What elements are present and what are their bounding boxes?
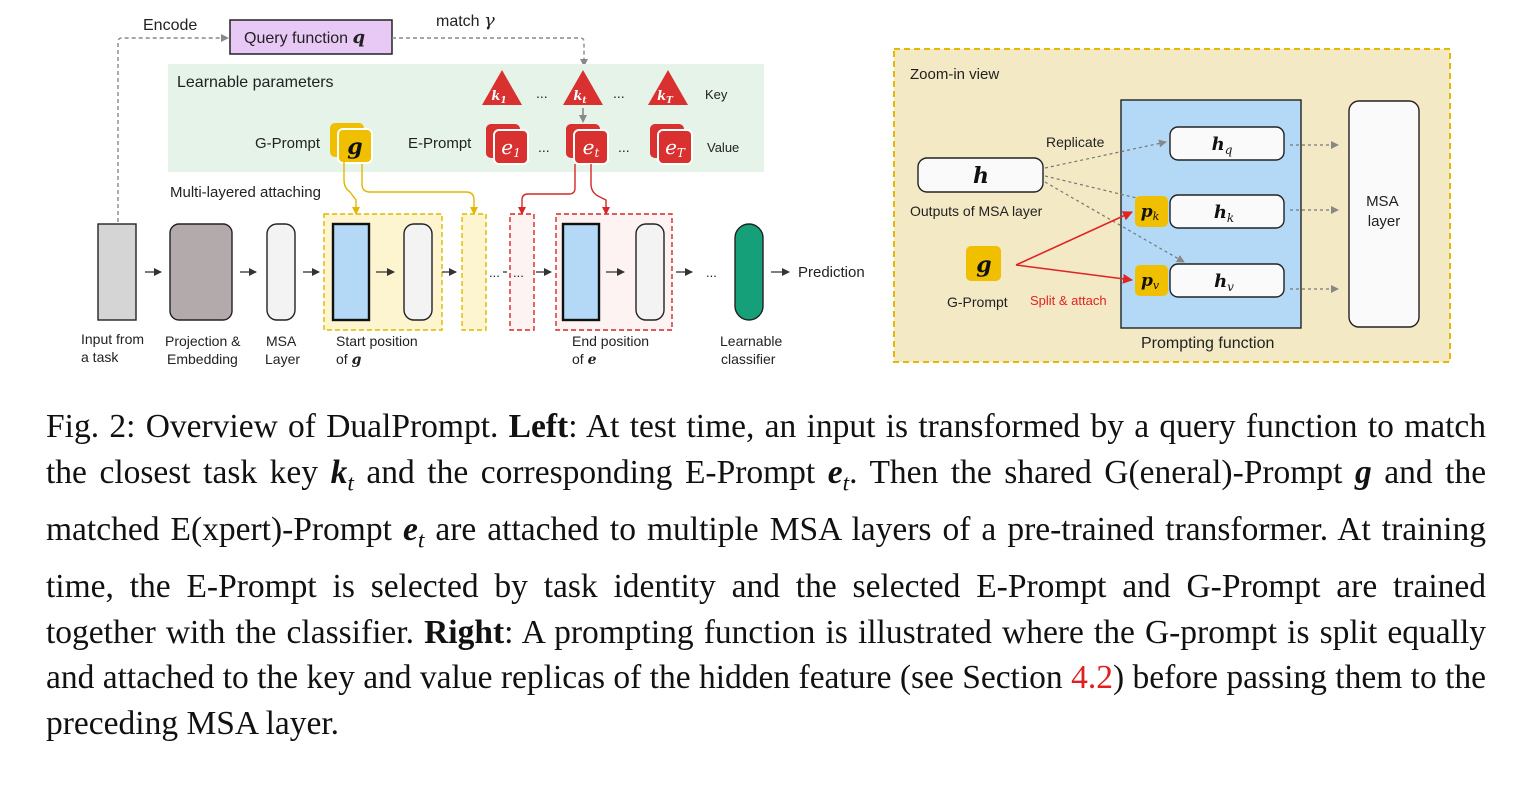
caption-et2: et xyxy=(402,510,425,554)
split-attach-label: Split & attach xyxy=(1030,293,1107,308)
caption-left: Left xyxy=(508,408,569,445)
start-position-label: Start position of g xyxy=(336,333,422,368)
svg-text:e1: e1 xyxy=(501,135,520,160)
caption-text-8: ) before passing them to the preceding M… xyxy=(46,659,1487,742)
svg-text:k1: k1 xyxy=(491,89,506,106)
key-ellipsis-1: ... xyxy=(536,85,548,101)
svg-text:kT: kT xyxy=(657,89,674,106)
pv-prompt xyxy=(1135,265,1168,296)
hq-symbol: hq xyxy=(1212,134,1233,157)
query-function-label: Query function q xyxy=(244,27,365,48)
caption-text-5: and the matched E(xpert)-Prompt xyxy=(46,453,1487,548)
zoom-gprompt-symbol: g xyxy=(976,252,991,278)
replicate-arrow-q xyxy=(1044,139,1167,169)
eprompt-et: et xyxy=(566,124,609,165)
e-dashed-frame xyxy=(509,213,535,331)
caption-et: et xyxy=(827,453,850,497)
start-msa-block xyxy=(403,223,433,321)
pipe-ellipsis-1: ... xyxy=(489,265,500,280)
start-msa-blue-block xyxy=(331,222,371,322)
zoom-msa-layer-label: MSA layer xyxy=(1366,193,1402,230)
end-msa-block xyxy=(635,223,665,321)
classifier-label: Learnable classifier xyxy=(720,333,786,367)
pipe-ellipsis-3: ... xyxy=(706,265,717,280)
caption-text-6: are attached to multiple MSA layers of a… xyxy=(46,510,1486,651)
pipe-ellipsis-2: ... xyxy=(513,265,524,280)
g-dashed-frame xyxy=(461,213,487,331)
key-kt: kt xyxy=(563,70,603,106)
hv-box xyxy=(1169,263,1285,298)
pv-symbol: pv xyxy=(1141,271,1160,292)
caption-kt: kt xyxy=(330,453,354,497)
hk-box xyxy=(1169,194,1285,229)
dualprompt-figure: Encode Query function q match γ Learnabl… xyxy=(81,10,1451,368)
figure-caption: Fig. 2: Overview of DualPrompt. Left: At… xyxy=(46,404,1486,747)
outputs-msa-label: Outputs of MSA layer xyxy=(910,203,1043,219)
hq-box xyxy=(1169,126,1285,161)
replicate-arrow-v xyxy=(1044,181,1185,263)
caption-text-2: : At test time, an input is transformed … xyxy=(46,408,1487,491)
match-label: match γ xyxy=(436,10,495,31)
encode-arrow xyxy=(117,34,229,222)
match-arrow xyxy=(392,37,588,67)
hk-symbol: hk xyxy=(1214,202,1234,225)
projection-label: Projection & Embedding xyxy=(165,333,244,367)
eprompt-e1: e1 xyxy=(486,124,529,165)
gprompt-label: G-Prompt xyxy=(255,135,321,152)
caption-text-1: Overview of DualPrompt. xyxy=(145,408,499,445)
svg-text:et: et xyxy=(583,135,600,160)
key-label: Key xyxy=(705,87,728,102)
zoom-msa-layer-block xyxy=(1348,100,1420,328)
msa-layer-label: MSA Layer xyxy=(265,333,300,367)
query-function-box xyxy=(229,19,393,55)
zoom-gprompt-label: G-Prompt xyxy=(947,294,1008,310)
gprompt-stack: g xyxy=(330,123,373,164)
prediction-label: Prediction xyxy=(798,264,865,281)
eprompt-ellipsis-1: ... xyxy=(538,139,550,155)
caption-g: g xyxy=(1354,453,1372,491)
section-ref-link[interactable]: 4.2 xyxy=(1071,659,1113,697)
eprompt-attach-line-2 xyxy=(590,164,610,215)
hidden-feature-symbol: h xyxy=(973,163,989,189)
hv-symbol: hv xyxy=(1214,271,1234,294)
input-label: Input from a task xyxy=(81,331,148,365)
caption-text-3: and the corresponding E-Prompt xyxy=(366,453,816,491)
svg-text:kt: kt xyxy=(573,89,587,106)
prompting-function-label: Prompting function xyxy=(1141,335,1274,352)
pk-prompt xyxy=(1135,196,1168,227)
caption-right: Right xyxy=(424,613,505,651)
caption-figure-number: Fig. 2: xyxy=(46,408,136,445)
zoom-gprompt-box xyxy=(966,246,1001,281)
key-ellipsis-2: ... xyxy=(613,85,625,101)
learnable-parameters-label: Learnable parameters xyxy=(177,74,334,91)
svg-text:g: g xyxy=(347,134,362,160)
eprompt-eT: eT xyxy=(650,124,693,165)
eprompt-label: E-Prompt xyxy=(408,135,472,152)
input-block xyxy=(97,223,137,321)
pk-symbol: pk xyxy=(1141,202,1160,223)
split-arrow-k xyxy=(1015,211,1133,266)
end-msa-blue-block xyxy=(561,222,601,322)
replicate-label: Replicate xyxy=(1046,134,1105,150)
learnable-classifier-block xyxy=(734,223,764,321)
caption-text-4: . Then the shared G(eneral)-Prompt xyxy=(849,453,1343,491)
gprompt-attach-line-2 xyxy=(361,164,478,215)
eprompt-attach-line-1 xyxy=(518,164,576,215)
key-k1: k1 xyxy=(482,70,522,106)
key-kT: kT xyxy=(648,70,688,106)
end-position-label: End position of e xyxy=(572,333,653,368)
zoom-in-title: Zoom-in view xyxy=(910,66,999,83)
msa-layer-block xyxy=(266,223,296,321)
hidden-feature-box xyxy=(917,157,1044,193)
value-label: Value xyxy=(707,140,739,155)
svg-text:eT: eT xyxy=(665,135,686,160)
split-arrow-v xyxy=(1015,264,1133,284)
eprompt-ellipsis-2: ... xyxy=(618,139,630,155)
encode-label: Encode xyxy=(143,17,197,34)
multi-layered-attaching-label: Multi-layered attaching xyxy=(170,184,321,201)
gprompt-attach-line-1 xyxy=(343,160,360,215)
projection-embedding-block xyxy=(169,223,233,321)
caption-text-7: : A prompting function is illustrated wh… xyxy=(46,613,1486,697)
